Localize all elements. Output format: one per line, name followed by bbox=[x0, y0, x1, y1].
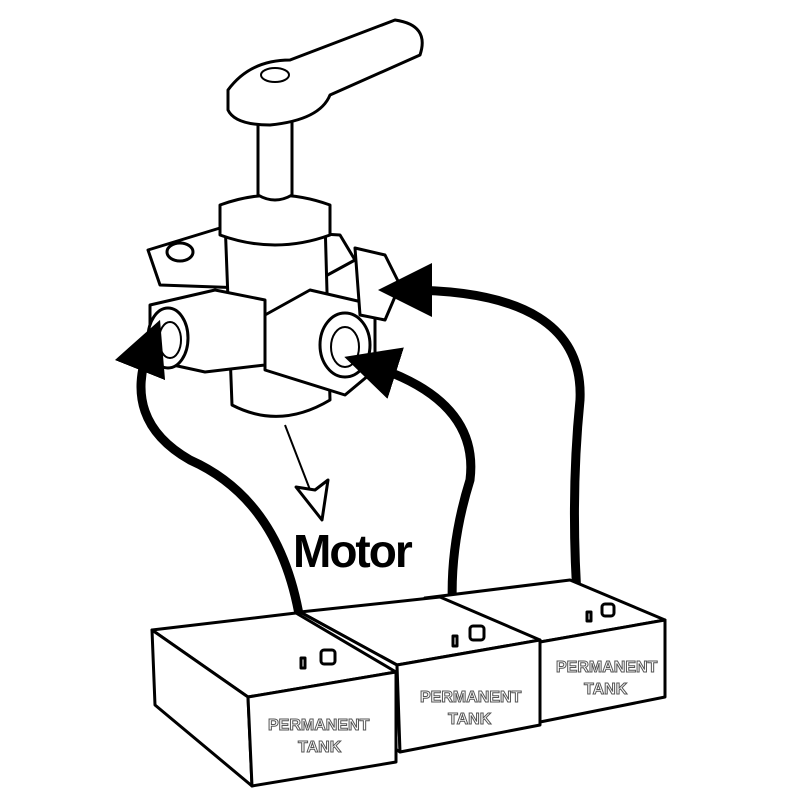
tank-1-label-line1: PERMANENT bbox=[268, 717, 370, 734]
tank-vent bbox=[299, 656, 307, 670]
left-port-opening bbox=[146, 306, 190, 370]
tank-1: PERMANENT TANK bbox=[150, 611, 398, 788]
tank-3-label-line2: TANK bbox=[584, 681, 628, 698]
valve-nut bbox=[218, 193, 332, 247]
tank-cap bbox=[600, 602, 616, 618]
rear-port bbox=[353, 246, 402, 322]
tank-cap bbox=[468, 624, 486, 642]
arrow-tank3-to-rear-port bbox=[378, 263, 585, 615]
tank-vent bbox=[585, 610, 593, 623]
handle-screw bbox=[260, 67, 290, 83]
motor-label: Motor bbox=[293, 525, 413, 577]
arrow-to-motor bbox=[284, 424, 313, 496]
tank-cap bbox=[319, 648, 337, 666]
valve-handle bbox=[226, 18, 424, 127]
arrow-tank1-to-left-port bbox=[114, 319, 305, 625]
tank-3-label-line1: PERMANENT bbox=[556, 659, 658, 676]
mounting-hole bbox=[165, 241, 195, 263]
arrow-tank2-to-front-port bbox=[344, 347, 476, 640]
valve-stem bbox=[256, 118, 294, 202]
tank-2-label-line2: TANK bbox=[448, 711, 492, 728]
tank-2-label-line1: PERMANENT bbox=[420, 689, 522, 706]
flow-arrows bbox=[114, 263, 585, 640]
tank-vent bbox=[451, 634, 459, 648]
motor-arrowhead bbox=[294, 478, 330, 522]
three-way-valve bbox=[146, 18, 424, 418]
tank-1-label-line2: TANK bbox=[298, 739, 342, 756]
